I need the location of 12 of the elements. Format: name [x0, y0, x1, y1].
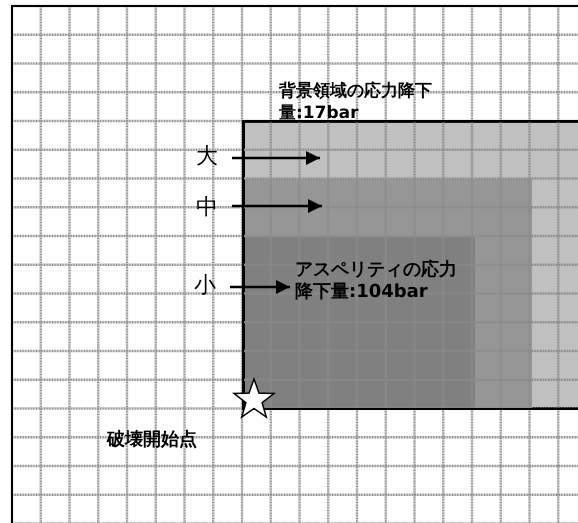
asperity-label: アスペリティの応力降下量:104bar — [295, 259, 458, 303]
level-label: 大 — [196, 143, 218, 171]
level-label: 中 — [196, 194, 218, 222]
arrow — [230, 280, 290, 294]
region-heading: 背景領域の応力降下量:17bar — [279, 80, 433, 124]
inner-region — [245, 179, 532, 409]
arrow — [232, 199, 322, 213]
star-marker — [232, 377, 276, 421]
arrow — [232, 151, 320, 165]
asperity-region — [245, 237, 475, 409]
level-label: 小 — [194, 272, 216, 300]
point-label: 破壊開始点 — [107, 428, 197, 451]
